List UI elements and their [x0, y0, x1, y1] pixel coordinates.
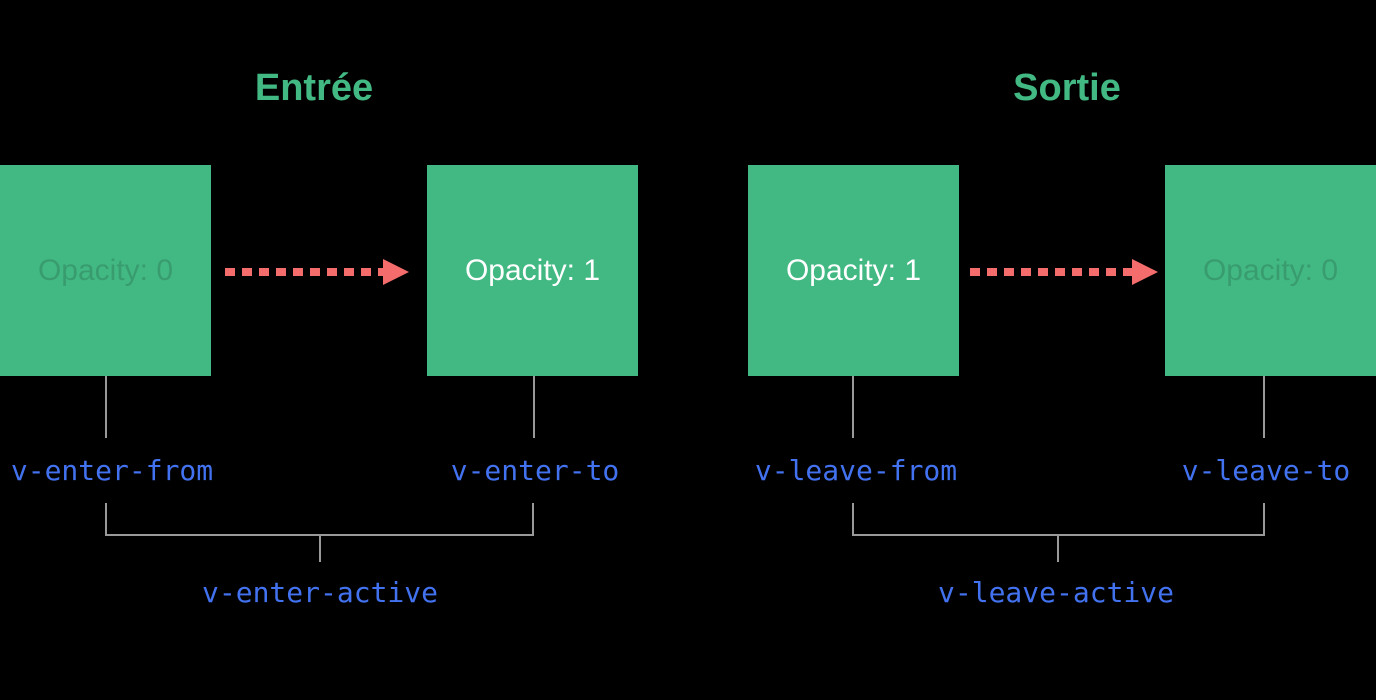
leave-from-class-label: v-leave-from [754, 454, 958, 487]
enter-section-title: Entrée [254, 67, 374, 109]
leave-active-class-label: v-leave-active [937, 576, 1175, 609]
enter-to-class-label: v-enter-to [450, 454, 620, 487]
enter-active-class-label: v-enter-active [201, 576, 439, 609]
arrowhead-icon [1132, 259, 1158, 285]
leave-transition-arrow [970, 259, 1158, 285]
enter-from-connector-line [105, 376, 107, 438]
arrowhead-icon [383, 259, 409, 285]
enter-active-bracket [105, 503, 534, 536]
leave-active-bracket [852, 503, 1265, 536]
leave-to-opacity-label: Opacity: 0 [1202, 253, 1339, 287]
leave-to-class-label: v-leave-to [1181, 454, 1351, 487]
enter-from-box: Opacity: 0 [0, 165, 211, 376]
leave-from-connector-line [852, 376, 854, 438]
enter-transition-arrow [225, 259, 409, 285]
dashed-line [225, 268, 385, 276]
leave-from-box: Opacity: 1 [748, 165, 959, 376]
leave-section-title: Sortie [1013, 67, 1121, 109]
enter-from-class-label: v-enter-from [10, 454, 214, 487]
leave-active-drop-line [1057, 536, 1059, 562]
enter-to-connector-line [533, 376, 535, 438]
enter-active-drop-line [319, 536, 321, 562]
leave-to-box: Opacity: 0 [1165, 165, 1376, 376]
enter-to-box: Opacity: 1 [427, 165, 638, 376]
leave-to-connector-line [1263, 376, 1265, 438]
leave-from-opacity-label: Opacity: 1 [785, 253, 922, 287]
dashed-line [970, 268, 1134, 276]
enter-to-opacity-label: Opacity: 1 [464, 253, 601, 287]
enter-from-opacity-label: Opacity: 0 [37, 253, 174, 287]
